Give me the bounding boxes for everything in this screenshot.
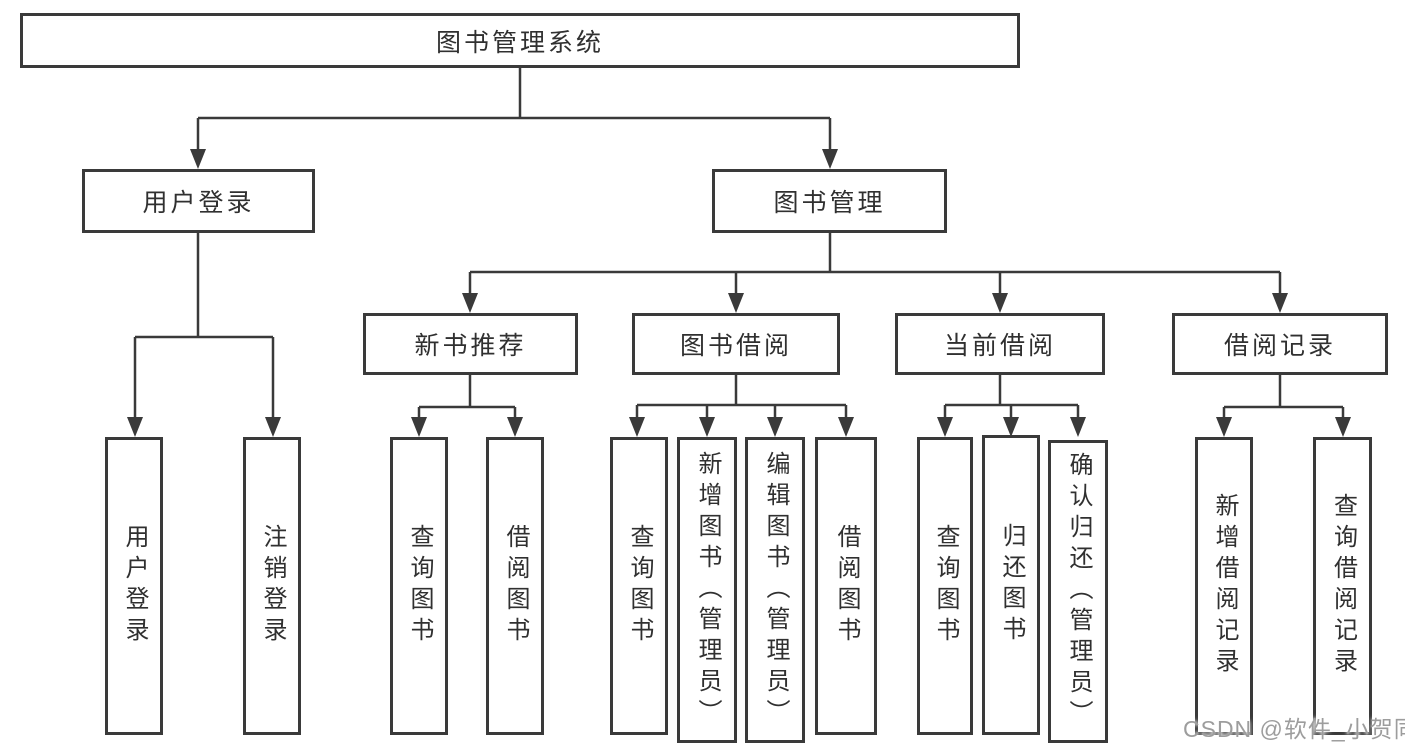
node-label: 新书推荐	[414, 332, 527, 360]
leaf-add-book-admin: 新增图书（管理员）	[677, 437, 737, 743]
node-new-book-recommendation: 新书推荐	[363, 313, 578, 375]
node-library-management-system: 图书管理系统	[20, 13, 1020, 68]
leaf-label: 注销登录	[259, 524, 286, 648]
node-current-borrowing: 当前借阅	[895, 313, 1105, 375]
node-label: 借阅记录	[1223, 332, 1336, 360]
node-book-borrowing: 图书借阅	[632, 313, 840, 375]
leaf-label: 新增借阅记录	[1211, 493, 1238, 679]
leaf-label: 新增图书（管理员）	[694, 450, 721, 730]
leaf-label: 确认归还（管理员）	[1065, 452, 1092, 731]
node-label: 当前借阅	[943, 332, 1056, 360]
leaf-query-books-2: 查询图书	[610, 437, 668, 735]
node-label: 图书借阅	[679, 332, 792, 360]
leaf-return-book: 归还图书	[982, 435, 1040, 735]
leaf-label: 查询图书	[626, 524, 653, 648]
node-label: 图书管理系统	[435, 28, 604, 57]
leaf-borrow-books-1: 借阅图书	[486, 437, 544, 735]
node-label: 图书管理	[773, 189, 886, 217]
csdn-watermark: CSDN @软件_小贺同学	[1183, 716, 1405, 742]
leaf-label: 归还图书	[998, 523, 1025, 647]
leaf-label: 用户登录	[121, 524, 148, 648]
node-book-management: 图书管理	[712, 169, 947, 233]
leaf-label: 查询图书	[406, 524, 433, 648]
leaf-label: 编辑图书（管理员）	[762, 450, 789, 730]
node-label: 用户登录	[142, 189, 255, 217]
leaf-edit-book-admin: 编辑图书（管理员）	[745, 437, 805, 743]
leaf-query-books-3: 查询图书	[917, 437, 973, 735]
leaf-user-login: 用户登录	[105, 437, 163, 735]
leaf-label: 查询图书	[932, 524, 959, 648]
node-borrowing-records: 借阅记录	[1172, 313, 1388, 375]
leaf-add-borrow-record: 新增借阅记录	[1195, 437, 1253, 735]
leaf-borrow-books-2: 借阅图书	[815, 437, 877, 735]
leaf-logout: 注销登录	[243, 437, 301, 735]
leaf-query-books-1: 查询图书	[390, 437, 448, 735]
leaf-query-borrow-record: 查询借阅记录	[1313, 437, 1372, 735]
leaf-label: 借阅图书	[833, 524, 860, 648]
leaf-label: 借阅图书	[502, 524, 529, 648]
leaf-label: 查询借阅记录	[1329, 493, 1357, 679]
arrowheads	[127, 149, 1351, 437]
leaf-confirm-return-admin: 确认归还（管理员）	[1048, 440, 1108, 743]
node-user-login: 用户登录	[82, 169, 315, 233]
